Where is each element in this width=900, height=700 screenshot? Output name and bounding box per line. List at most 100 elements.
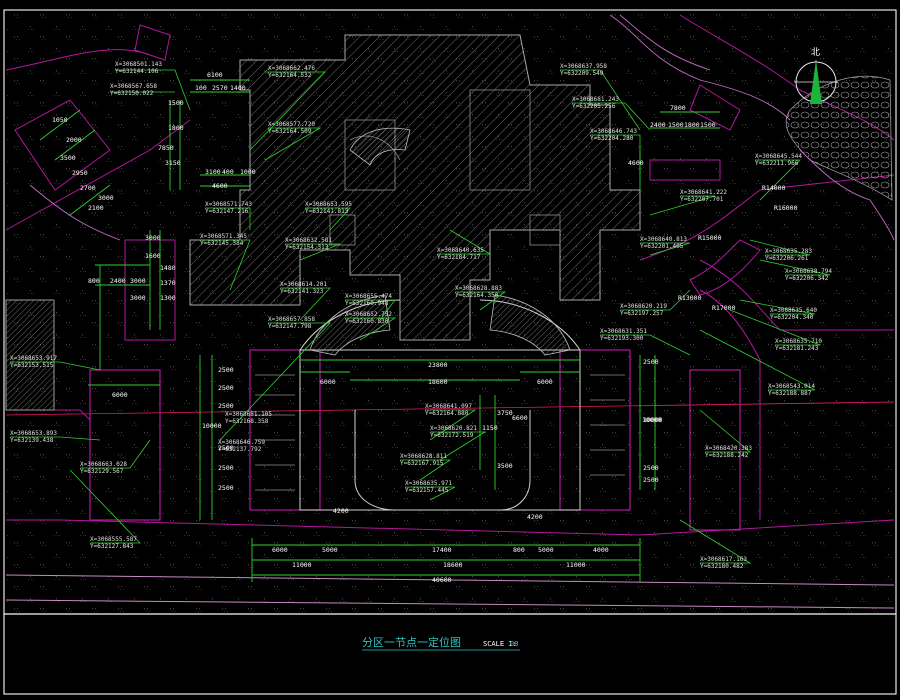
north-label: 北	[811, 47, 820, 58]
dimension-label: 11000	[566, 561, 586, 569]
coordinate-y-label: Y=632144.106	[115, 68, 159, 75]
dimension-label: 4000	[593, 546, 609, 554]
coordinate-y-label: Y=632180.482	[700, 563, 744, 570]
scale-value: 00	[510, 640, 518, 648]
dimension-label: 1150	[482, 424, 498, 432]
north-arrow-icon	[810, 60, 822, 104]
curved-stairs	[309, 127, 571, 356]
dimension-label: 4200	[527, 513, 543, 521]
coordinate-x-label: X=3068420.383	[705, 445, 752, 452]
coordinate-x-label: X=3068641.222	[680, 189, 727, 196]
coordinate-y-label: Y=632204.340	[770, 314, 814, 321]
coordinate-x-label: X=3068662.476	[268, 65, 315, 72]
coordinate-x-label: X=3068555.587	[90, 536, 137, 543]
dimension-label: 3750	[497, 409, 513, 417]
dimension-label: 6600	[512, 414, 528, 422]
coordinate-x-label: X=3068635.710	[775, 338, 822, 345]
dimension-label: 40600	[432, 576, 452, 584]
coordinate-y-label: Y=632167.915	[400, 460, 444, 467]
dimension-label: 4600	[628, 159, 644, 167]
coordinate-x-label: X=3068635.283	[765, 248, 812, 255]
coordinate-y-label: Y=632205.256	[572, 103, 616, 110]
dimension-label: 6100	[207, 71, 223, 79]
dimension-label: 2500	[643, 476, 659, 484]
coordinate-y-label: Y=632206.342	[785, 275, 829, 282]
coordinate-y-label: Y=632164.509	[268, 128, 312, 135]
coordinate-x-label: X=3068652.752	[345, 311, 392, 318]
coordinate-y-label: Y=632164.532	[268, 72, 312, 79]
dimension-label: 1500	[700, 121, 716, 129]
dimension-label: 2500	[218, 444, 234, 452]
coordinate-x-label: X=3068646.759	[218, 439, 265, 446]
dimension-label: 3000	[145, 234, 161, 242]
dimension-label: 1370	[160, 279, 176, 287]
coordinate-x-label: X=3068543.014	[768, 383, 815, 390]
coordinate-labels: X=3068501.143Y=632144.106X=3068567.658Y=…	[10, 61, 832, 570]
coordinate-y-label: Y=632164.350	[455, 292, 499, 299]
coordinate-x-label: X=3068638.794	[785, 268, 832, 275]
coordinate-x-label: X=3068620.219	[620, 303, 667, 310]
dimension-label: 1800	[168, 124, 184, 132]
coordinate-x-label: X=3068632.581	[285, 237, 332, 244]
dimension-label: 18600	[428, 378, 448, 386]
coordinate-x-label: X=3068628.883	[455, 285, 502, 292]
coordinate-x-label: X=3068640.813	[640, 236, 687, 243]
dimension-label: 6000	[272, 546, 288, 554]
coordinate-y-label: Y=632197.257	[620, 310, 664, 317]
dimension-label: 10000	[642, 416, 662, 424]
dimension-label: 3100	[205, 168, 221, 176]
dimension-label: 6000	[112, 391, 128, 399]
coordinate-y-label: Y=632141.813	[305, 208, 349, 215]
coordinate-y-label: Y=632157.445	[405, 487, 449, 494]
dimension-label: 2500	[643, 464, 659, 472]
coordinate-x-label: X=3068655.474	[345, 293, 392, 300]
coordinate-x-label: X=3068681.243	[572, 96, 619, 103]
coordinate-y-label: Y=632168.358	[225, 418, 269, 425]
dimension-label: 3500	[60, 154, 76, 162]
coordinate-y-label: Y=632209.549	[560, 70, 604, 77]
garden-paths	[29, 14, 895, 241]
dimension-label: 2500	[218, 464, 234, 472]
dimension-label: 100	[195, 84, 207, 92]
drawing-title: 分区一节点一定位图	[362, 635, 461, 649]
coordinate-x-label: X=3068631.351	[600, 328, 647, 335]
dimension-label: 2950	[72, 169, 88, 177]
coordinate-y-label: Y=632188.887	[768, 390, 812, 397]
coordinate-y-label: Y=632129.567	[80, 468, 124, 475]
dimension-label: 1300	[160, 294, 176, 302]
courtyard-walls	[89, 349, 741, 531]
coordinate-y-label: Y=632193.300	[600, 335, 644, 342]
courtyard-partitions	[255, 374, 625, 491]
left-wing	[5, 99, 176, 411]
dimension-label: 10000	[202, 422, 222, 430]
dimension-label: 2700	[80, 184, 96, 192]
dimension-label: 18600	[443, 561, 463, 569]
coordinate-y-label: Y=632184.717	[437, 254, 481, 261]
coordinate-y-label: Y=632145.384	[200, 240, 244, 247]
coordinate-x-label: X=3068628.811	[400, 453, 447, 460]
dimension-label: 23800	[428, 361, 448, 369]
coordinate-y-label: Y=632137.792	[218, 446, 262, 453]
dimension-label: 2570	[212, 84, 228, 92]
dimension-label: 2500	[218, 402, 234, 410]
coordinate-y-label: Y=632147.216	[205, 208, 249, 215]
dimension-label: 400	[222, 168, 234, 176]
dimension-label: R16000	[774, 204, 798, 212]
dimension-label: 5000	[322, 546, 338, 554]
coordinate-x-label: X=3068663.028	[80, 461, 127, 468]
coordinate-y-label: Y=632150.022	[110, 90, 154, 97]
dimension-label: 800	[88, 277, 100, 285]
dimension-label: 4600	[212, 182, 228, 190]
coordinate-x-label: X=3068653.893	[10, 430, 57, 437]
coordinate-y-label: Y=632154.313	[285, 244, 329, 251]
coordinate-y-label: Y=632153.515	[10, 362, 54, 369]
coordinate-y-label: Y=632164.880	[425, 410, 469, 417]
coordinate-x-label: X=3068653.917	[10, 355, 57, 362]
coordinate-x-label: X=3068641.097	[425, 403, 472, 410]
dimension-label: 2500	[218, 384, 234, 392]
dimension-label: 3000	[98, 194, 114, 202]
coordinate-x-label: X=3068620.821	[430, 425, 477, 432]
coordinate-x-label: X=3068645.544	[755, 153, 802, 160]
